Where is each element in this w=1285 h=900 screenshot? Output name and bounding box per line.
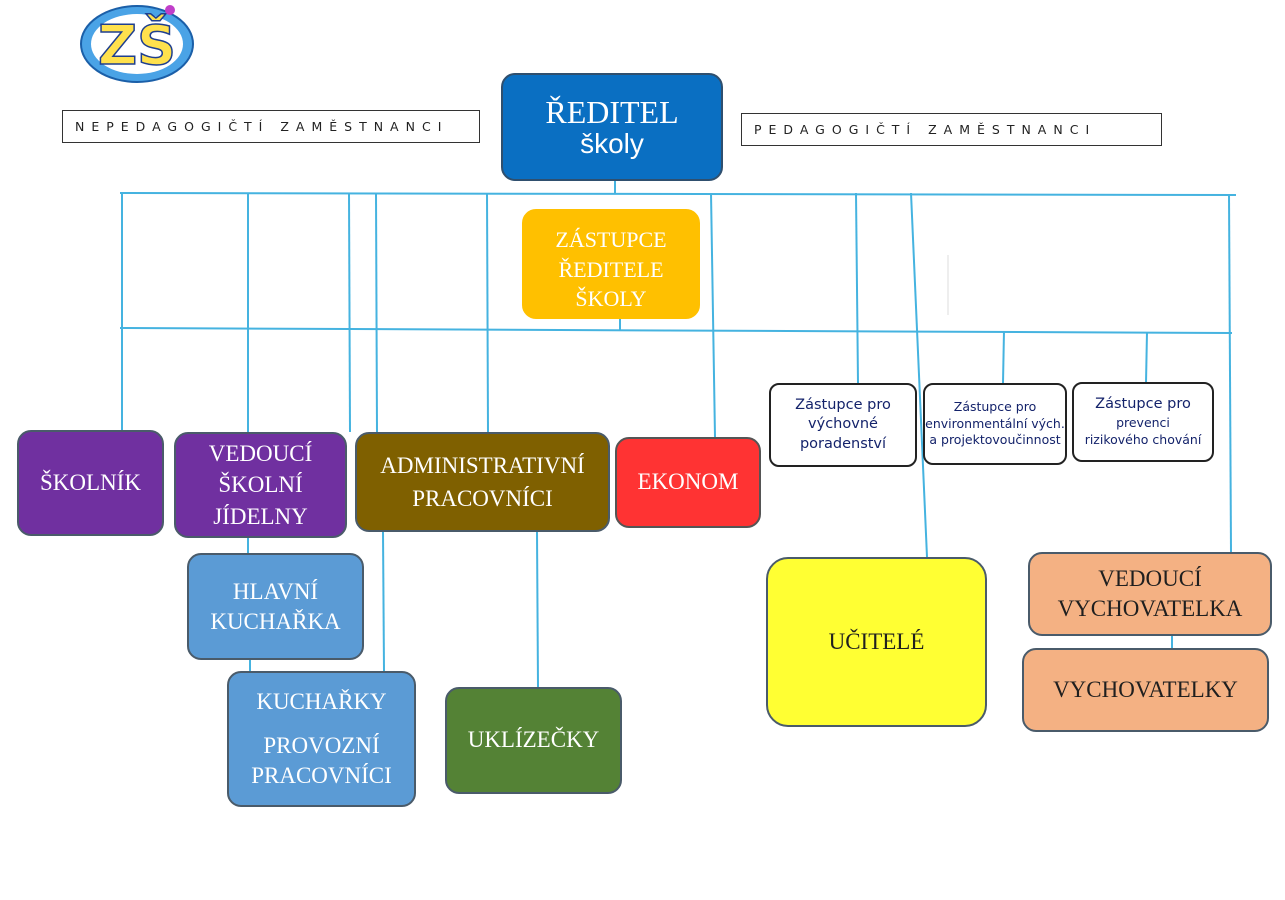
teachers-box: UČITELÉ xyxy=(766,557,987,727)
deputy-line-2: ŘEDITELE xyxy=(558,256,664,282)
educators-label: VYCHOVATELKY xyxy=(1053,676,1238,702)
deputy-prevention-box: Zástupce pro prevenci rizikového chování xyxy=(1072,382,1214,462)
dep3-line-3: rizikového chování xyxy=(1084,431,1202,447)
head-cook-line-2: KUCHAŘKA xyxy=(210,608,341,634)
dep2-line-1: Zástupce pro xyxy=(953,398,1037,414)
head-educator-box: VEDOUCÍ VYCHOVATELKA xyxy=(1028,552,1272,636)
dep3-line-1: Zástupce pro xyxy=(1095,396,1191,413)
line-dep-1 xyxy=(855,192,859,384)
canteen-line-2: ŠKOLNÍ xyxy=(218,472,303,498)
label-non-teaching: NEPEDAGOGIČTÍ ZAMĚSTNANCI xyxy=(62,110,480,143)
deputy-counseling-box: Zástupce pro výchovné poradenství xyxy=(769,383,917,467)
deputy-environmental-box: Zástupce pro environmentální vých. a pro… xyxy=(923,383,1067,465)
educators-box: VYCHOVATELKY xyxy=(1022,648,1269,732)
canteen-head-box: VEDOUCÍ ŠKOLNÍ JÍDELNY xyxy=(174,432,347,538)
admin-staff-box: ADMINISTRATIVNÍ PRACOVNÍCI xyxy=(355,432,610,532)
deputy-line-3: ŠKOLY xyxy=(575,286,647,312)
teachers-label: UČITELÉ xyxy=(828,628,925,654)
admin-line-2: PRACOVNÍCI xyxy=(412,486,553,511)
dep1-line-3: poradenství xyxy=(799,435,887,452)
director-box: ŘEDITEL školy xyxy=(501,73,723,181)
label-teaching: PEDAGOGIČTÍ ZAMĚSTNANCI xyxy=(741,113,1162,146)
middle-horizontal-line xyxy=(119,327,1233,334)
cooks-line-2: PROVOZNÍ xyxy=(263,733,380,759)
head-educator-line-1: VEDOUCÍ xyxy=(1098,566,1202,592)
director-subtitle: školy xyxy=(580,128,644,160)
head-cook-line-1: HLAVNÍ xyxy=(232,578,319,604)
janitor-box: ŠKOLNÍK xyxy=(17,430,164,536)
line-teachers xyxy=(910,192,928,558)
dep2-line-2: environmentální vých. xyxy=(925,415,1065,431)
admin-line-1: ADMINISTRATIVNÍ xyxy=(380,452,585,478)
line-admin-left xyxy=(375,192,378,433)
logo-initials: ZŠ xyxy=(98,14,176,77)
canteen-line-1: VEDOUCÍ xyxy=(208,441,313,467)
line-admin-cleaners xyxy=(536,531,539,688)
line-economist xyxy=(710,192,716,438)
deputy-line-1: ZÁSTUPCE xyxy=(555,227,667,252)
top-horizontal-line xyxy=(119,192,1237,196)
line-dep-3 xyxy=(1145,331,1148,384)
line-dep-2 xyxy=(1002,330,1005,384)
dep2-line-3: a projektovoučinnost xyxy=(929,432,1061,448)
dep1-line-2: výchovné xyxy=(808,416,878,433)
cooks-line-1: KUCHAŘKY xyxy=(256,689,387,715)
economist-label: EKONOM xyxy=(637,469,739,495)
dep1-line-1: Zástupce pro xyxy=(795,396,891,413)
canteen-line-3: JÍDELNY xyxy=(213,503,308,529)
cooks-line-3: PRACOVNÍCI xyxy=(251,762,392,788)
director-title: ŘEDITEL xyxy=(545,93,679,130)
economist-box: EKONOM xyxy=(615,437,761,528)
head-cook-box: HLAVNÍ KUCHAŘKA xyxy=(187,553,364,660)
school-logo: ZŠ xyxy=(80,5,194,83)
cooks-box: KUCHAŘKY PROVOZNÍ PRACOVNÍCI xyxy=(227,671,416,807)
head-educator-line-2: VYCHOVATELKA xyxy=(1057,596,1243,621)
cleaners-label: UKLÍZEČKY xyxy=(467,727,600,753)
dep3-line-2: prevenci xyxy=(1116,414,1170,430)
line-admin-cooks xyxy=(382,531,385,672)
line-to-cooks xyxy=(348,192,351,433)
flower-icon xyxy=(165,5,175,15)
line-right-edge xyxy=(1228,193,1232,553)
janitor-label: ŠKOLNÍK xyxy=(40,469,141,495)
line-admin-mid xyxy=(486,192,489,433)
cleaners-box: UKLÍZEČKY xyxy=(445,687,622,794)
deputy-director-box: ZÁSTUPCE ŘEDITELE ŠKOLY xyxy=(522,209,700,319)
